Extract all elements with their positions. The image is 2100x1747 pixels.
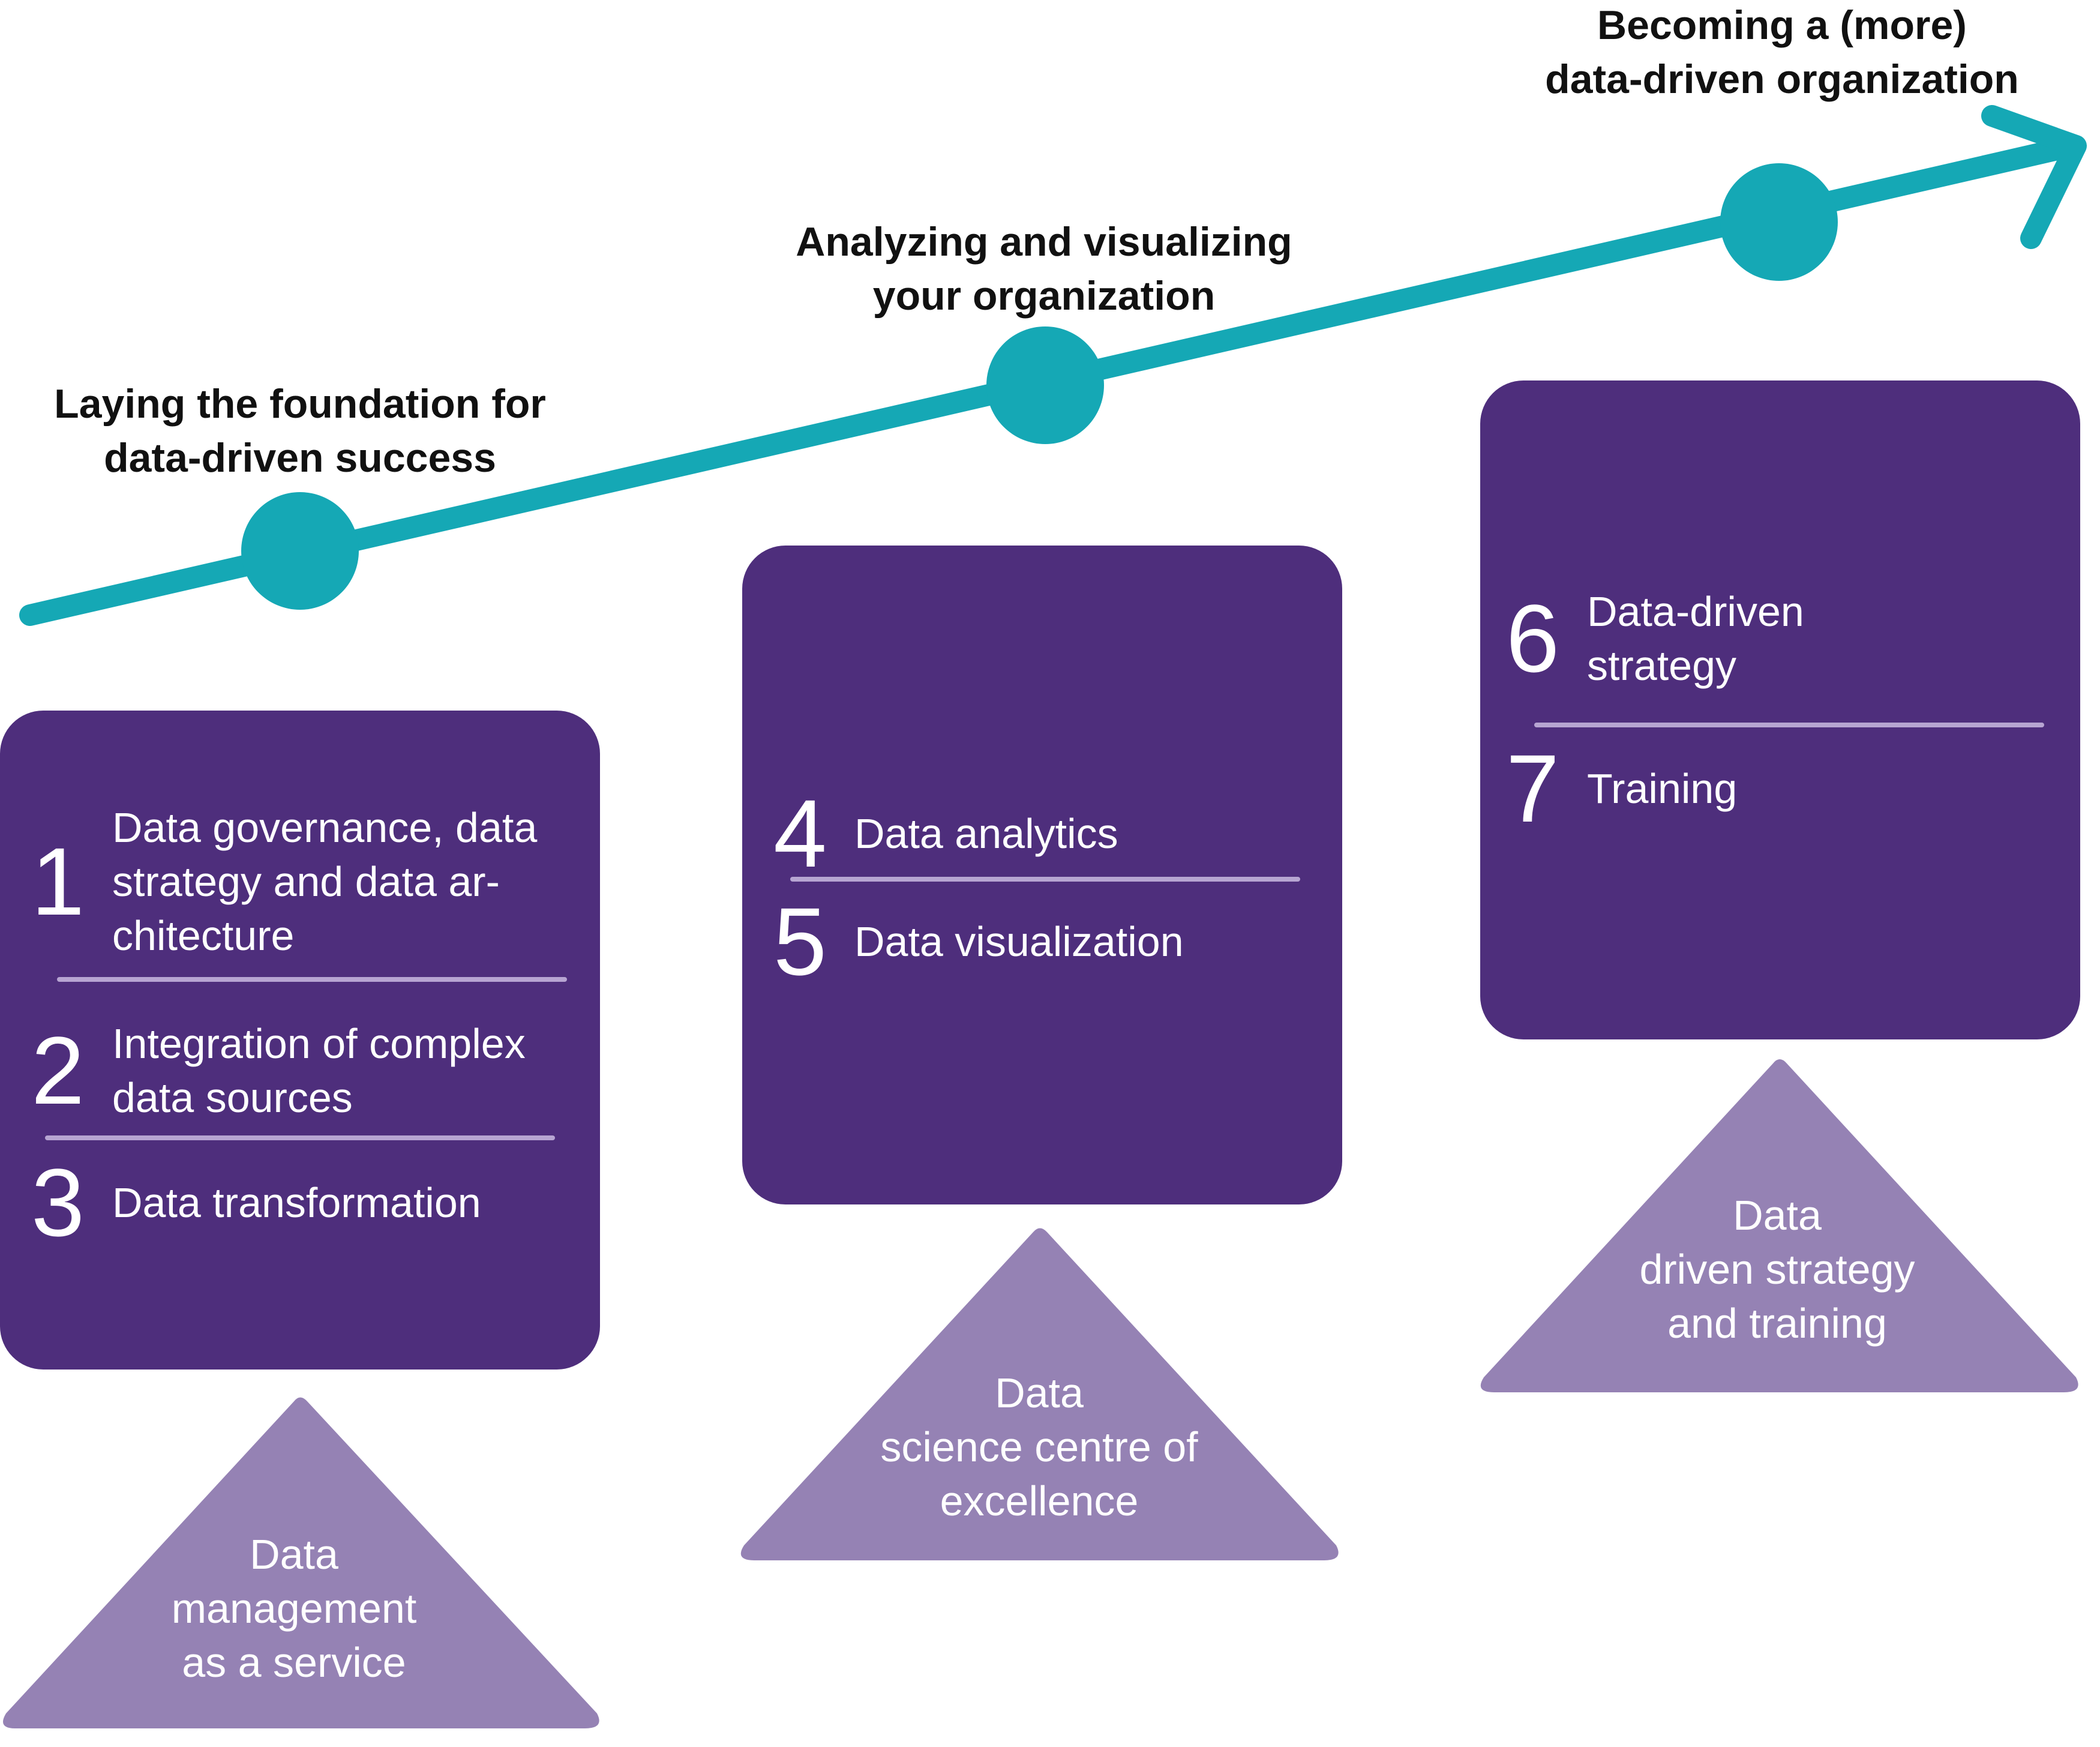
stage-2-item-5: 5 Data visualization: [773, 894, 1325, 990]
stage-1-heading-line-1: Laying the foundation for: [54, 381, 546, 427]
item-text: Data governance, data strategy and data …: [112, 804, 538, 959]
item-text: Data-driven strategy: [1587, 588, 1804, 689]
stage-3-item-7: 7 Training: [1506, 741, 2058, 837]
stage-3-divider-1: [1534, 723, 2044, 727]
stage-1-divider-2: [45, 1135, 555, 1140]
milestone-dot-1: [241, 492, 359, 610]
stage-1-heading: Laying the foundation for data-driven su…: [0, 377, 600, 485]
item-number: 7: [1506, 735, 1559, 842]
item-number: 6: [1506, 585, 1559, 692]
item-number: 2: [31, 1017, 85, 1124]
stage-2-box: 4 Data analytics 5 Data visualization: [742, 546, 1342, 1204]
stage-2-heading-line-1: Analyzing and visualizing: [796, 219, 1292, 265]
stage-2-heading: Analyzing and visualizing your organizat…: [744, 215, 1344, 323]
item-text: Data analytics: [854, 810, 1118, 857]
stage-1-item-1: 1 Data governance, data strategy and dat…: [31, 801, 583, 963]
stage-3-item-6: 6 Data-driven strategy: [1506, 585, 2058, 693]
stage-3-heading-line-1: Becoming a (more): [1597, 2, 1967, 48]
stage-1-box: 1 Data governance, data strategy and dat…: [0, 711, 600, 1370]
stage-2-divider-1: [790, 877, 1300, 882]
stage-1-divider-1: [57, 977, 567, 982]
item-number: 1: [31, 828, 85, 935]
milestone-dot-2: [986, 326, 1104, 444]
progress-arrow-head: [1981, 105, 2087, 249]
pedestal-label-2: Data science centre of excellence: [880, 1370, 1198, 1524]
stage-2-heading-line-2: your organization: [872, 273, 1216, 319]
stage-2-item-4: 4 Data analytics: [773, 786, 1325, 882]
stage-1-item-3: 3 Data transformation: [31, 1155, 583, 1251]
item-number: 3: [31, 1149, 85, 1256]
item-text: Training: [1587, 765, 1738, 812]
stage-1-heading-line-2: data-driven success: [104, 435, 496, 481]
pedestal-triangle-3: [1480, 1059, 2078, 1392]
milestone-dot-3: [1720, 163, 1838, 281]
pedestal-triangle-2: [740, 1228, 1339, 1560]
stage-1-item-2: 2 Integration of complex data sources: [31, 1017, 583, 1125]
pedestal-label-1: Data management as a service: [171, 1531, 417, 1686]
item-number: 4: [773, 780, 827, 887]
item-text: Data visualization: [854, 918, 1184, 965]
item-number: 5: [773, 888, 827, 995]
pedestal-label-3: Data driven strategy and training: [1639, 1192, 1915, 1347]
item-text: Data transformation: [112, 1179, 481, 1226]
stage-3-box: 6 Data-driven strategy 7 Training: [1480, 380, 2080, 1039]
pedestal-triangle-1: [3, 1397, 599, 1728]
stage-3-heading: Becoming a (more) data-driven organizati…: [1452, 0, 2100, 106]
stage-3-heading-line-2: data-driven organization: [1545, 56, 2019, 102]
item-text: Integration of complex data sources: [112, 1020, 526, 1121]
